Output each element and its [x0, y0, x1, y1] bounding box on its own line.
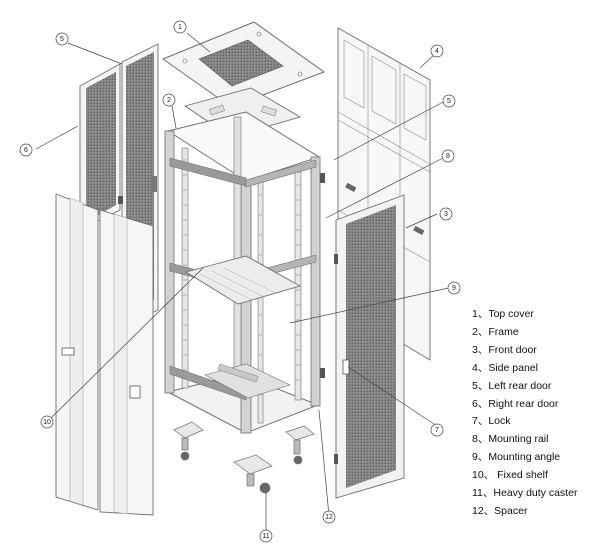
callout-8: 8	[441, 149, 455, 163]
legend-item-lock: 7、Lock	[472, 415, 511, 428]
callout-1: 1	[173, 20, 187, 34]
callout-4: 4	[430, 44, 444, 58]
svg-text:11: 11	[262, 533, 269, 540]
casters	[173, 421, 315, 494]
callout-5b: 5	[442, 94, 456, 108]
svg-text:8: 8	[446, 153, 450, 160]
legend-item-frame: 2、Frame	[472, 325, 519, 338]
callout-7: 7	[430, 423, 444, 437]
callout-9: 9	[447, 281, 461, 295]
svg-text:10: 10	[43, 419, 51, 426]
legend-item-fixed-shelf: 10、 Fixed shelf	[472, 469, 548, 482]
svg-text:7: 7	[435, 427, 439, 434]
svg-text:5: 5	[447, 98, 451, 105]
callout-5a: 5	[55, 32, 69, 46]
legend-item-left-rear-door: 5、Left rear door	[472, 379, 552, 392]
svg-text:3: 3	[444, 211, 448, 218]
callout-6: 6	[19, 143, 33, 157]
cabinet-frame	[164, 111, 325, 434]
callout-2: 2	[162, 93, 176, 107]
legend-item-front-door: 3、Front door	[472, 343, 537, 356]
right-rear-door	[55, 193, 154, 516]
legend-item-top-cover: 1、Top cover	[472, 308, 534, 320]
svg-text:6: 6	[24, 147, 28, 154]
svg-text:9: 9	[452, 285, 456, 292]
svg-text:1: 1	[178, 24, 182, 31]
legend-item-heavy-duty-caster: 11、Heavy duty caster	[472, 487, 578, 500]
callout-10: 10	[40, 415, 54, 429]
svg-text:2: 2	[167, 97, 171, 104]
front-door	[334, 194, 405, 499]
svg-text:4: 4	[435, 48, 439, 55]
legend-item-side-panel: 4、Side panel	[472, 361, 538, 374]
leader-lines	[35, 32, 454, 535]
callout-12: 12	[322, 510, 336, 524]
svg-text:12: 12	[325, 514, 333, 521]
top-cover	[161, 21, 326, 108]
legend-item-spacer: 12、Spacer	[472, 504, 528, 517]
legend-item-mounting-angle: 9、Mounting angle	[472, 451, 561, 464]
legend-item-mounting-rail: 8、Mounting rail	[472, 433, 549, 446]
svg-text:5: 5	[60, 36, 64, 43]
callout-3: 3	[439, 207, 453, 221]
legend-item-right-rear-door: 6、Right rear door	[472, 397, 559, 410]
parts-legend: 1、Top cover 2、Frame 3、Front door 4、Side …	[472, 306, 610, 521]
callout-11: 11	[259, 529, 273, 543]
